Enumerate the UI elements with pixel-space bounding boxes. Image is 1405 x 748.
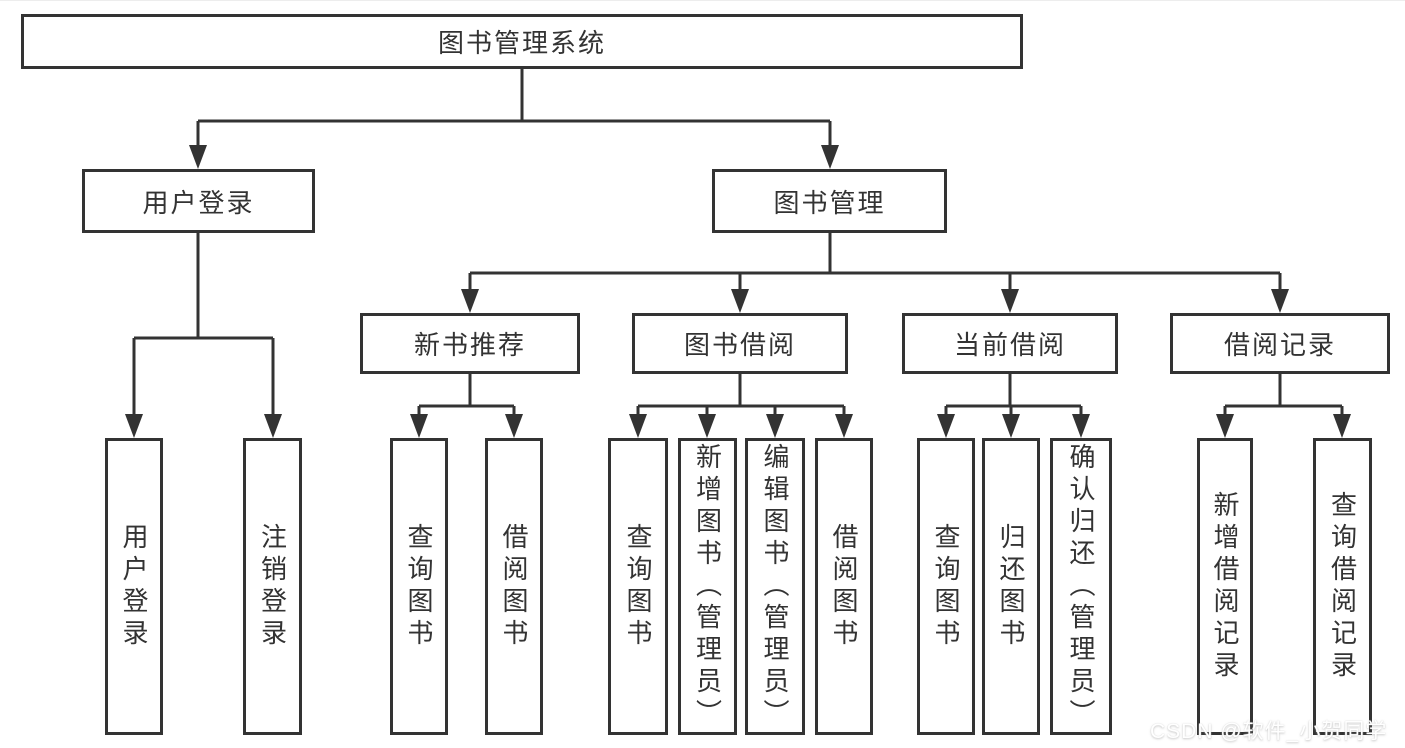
leaf-logout-label: 注销登录 <box>257 522 288 651</box>
leaf-current-return-books-label: 归还图书 <box>996 522 1026 651</box>
leaf-current-return-books: 归还图书 <box>982 438 1040 735</box>
node-new-book-recommend: 新书推荐 <box>360 313 580 374</box>
leaf-user-login: 用户登录 <box>105 438 163 735</box>
leaf-recommend-query-books-label: 查询图书 <box>404 522 434 651</box>
leaf-recommend-borrow-books: 借阅图书 <box>485 438 543 735</box>
leaf-borrow-lend-books: 借阅图书 <box>815 438 873 735</box>
leaf-recommend-borrow-books-label: 借阅图书 <box>499 522 529 651</box>
leaf-current-confirm-return-label: 确认归还（管理员） <box>1066 442 1096 731</box>
node-borrow-records-label: 借阅记录 <box>1223 330 1336 360</box>
node-book-management: 图书管理 <box>712 169 947 233</box>
node-root: 图书管理系统 <box>21 14 1023 69</box>
node-current-borrow: 当前借阅 <box>902 313 1118 374</box>
leaf-current-query-books-label: 查询图书 <box>931 522 961 651</box>
leaf-records-query: 查询借阅记录 <box>1313 438 1372 735</box>
node-user-login: 用户登录 <box>82 169 315 233</box>
leaf-records-add-label: 新增借阅记录 <box>1210 490 1240 683</box>
leaf-records-add: 新增借阅记录 <box>1197 438 1253 735</box>
node-book-borrow: 图书借阅 <box>632 313 848 374</box>
leaf-borrow-query-books-label: 查询图书 <box>623 522 653 651</box>
leaf-user-login-label: 用户登录 <box>119 522 149 651</box>
node-root-label: 图书管理系统 <box>437 28 606 58</box>
leaf-borrow-query-books: 查询图书 <box>608 438 668 735</box>
node-current-borrow-label: 当前借阅 <box>953 330 1066 360</box>
leaf-borrow-edit-books-label: 编辑图书（管理员） <box>760 442 790 731</box>
leaf-current-query-books: 查询图书 <box>917 438 975 735</box>
leaf-records-query-label: 查询借阅记录 <box>1327 490 1358 683</box>
csdn-watermark: CSDN @软件_小贺同学 <box>1150 720 1388 743</box>
node-book-borrow-label: 图书借阅 <box>683 330 796 360</box>
leaf-borrow-add-books-label: 新增图书（管理员） <box>692 442 723 731</box>
node-new-book-recommend-label: 新书推荐 <box>413 330 526 360</box>
node-book-management-label: 图书管理 <box>773 187 886 218</box>
leaf-recommend-query-books: 查询图书 <box>390 438 448 735</box>
node-borrow-records: 借阅记录 <box>1170 313 1390 374</box>
leaf-borrow-add-books: 新增图书（管理员） <box>678 438 737 735</box>
leaf-borrow-edit-books: 编辑图书（管理员） <box>745 438 805 735</box>
leaf-borrow-lend-books-label: 借阅图书 <box>829 522 859 651</box>
leaf-current-confirm-return: 确认归还（管理员） <box>1050 438 1112 735</box>
node-user-login-label: 用户登录 <box>142 187 255 218</box>
leaf-logout: 注销登录 <box>243 438 302 735</box>
